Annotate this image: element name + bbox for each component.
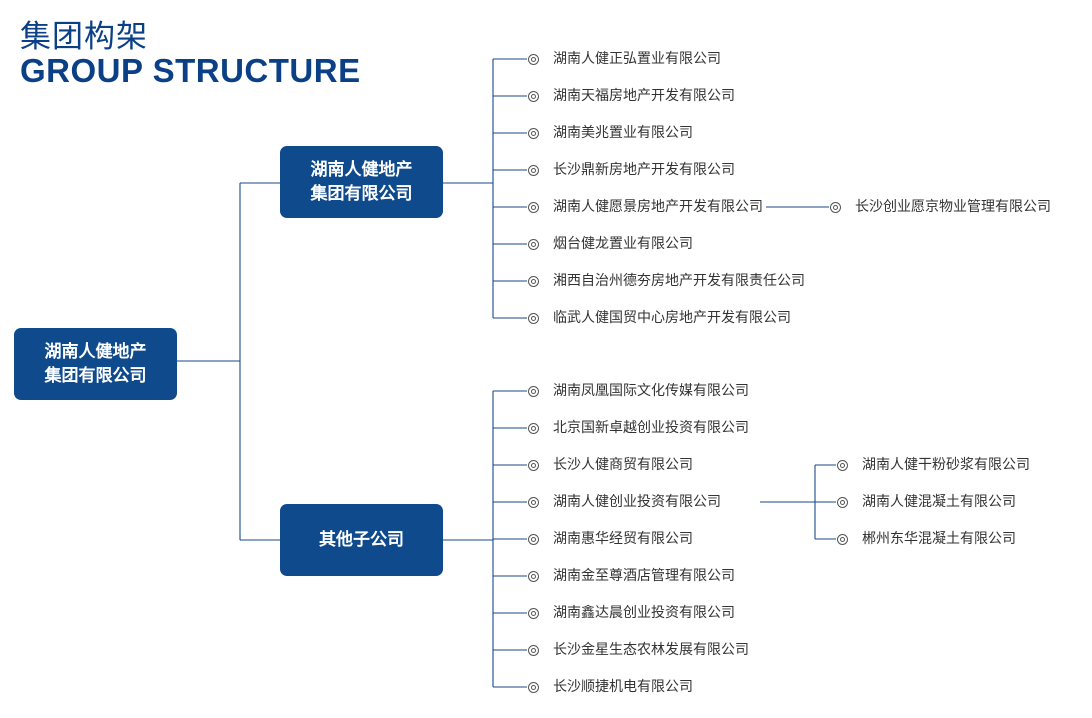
- group-box-other-label: 其他子公司: [319, 530, 404, 550]
- sub-subsidiary-item: 湖南人健干粉砂浆有限公司: [862, 457, 1030, 473]
- circle-bullet-icon: [528, 570, 539, 582]
- circle-bullet-icon: [528, 644, 539, 656]
- subsidiary-item: 湖南金至尊酒店管理有限公司: [553, 568, 735, 584]
- subsidiary-item: 湖南美兆置业有限公司: [553, 125, 693, 141]
- subsidiary-item: 临武人健国贸中心房地产开发有限公司: [553, 310, 791, 326]
- circle-bullet-icon: [528, 90, 539, 102]
- subsidiary-item: 湖南惠华经贸有限公司: [553, 531, 693, 547]
- subsidiary-item: 长沙金星生态农林发展有限公司: [553, 642, 749, 658]
- circle-bullet-icon: [528, 53, 539, 65]
- group-box-realestate-line2: 集团有限公司: [310, 184, 413, 204]
- circle-bullet-icon: [528, 533, 539, 545]
- circle-bullet-icon: [528, 607, 539, 619]
- subsidiary-item: 湖南人健愿景房地产开发有限公司: [553, 199, 763, 215]
- subsidiary-item: 烟台健龙置业有限公司: [553, 236, 693, 252]
- group-box-other: 其他子公司: [280, 504, 443, 576]
- sub-subsidiary-item: 湖南人健混凝土有限公司: [862, 494, 1016, 510]
- root-company-line2: 集团有限公司: [44, 366, 147, 386]
- subsidiary-item: 北京国新卓越创业投资有限公司: [553, 420, 749, 436]
- page-title-en: GROUP STRUCTURE: [20, 52, 361, 89]
- root-company-line1: 湖南人健地产: [44, 342, 147, 362]
- circle-bullet-icon: [528, 459, 539, 471]
- page-title-cn: 集团构架: [20, 19, 148, 55]
- circle-bullet-icon: [528, 681, 539, 693]
- subsidiary-item: 湖南鑫达晨创业投资有限公司: [553, 605, 735, 621]
- circle-bullet-icon: [837, 533, 848, 545]
- subsidiary-item: 长沙人健商贸有限公司: [553, 457, 693, 473]
- subsidiary-item: 长沙鼎新房地产开发有限公司: [553, 162, 735, 178]
- circle-bullet-icon: [528, 496, 539, 508]
- group-box-realestate-line1: 湖南人健地产: [310, 160, 413, 180]
- subsidiary-item: 湖南人健正弘置业有限公司: [553, 51, 721, 67]
- subsidiary-item: 湘西自治州德夯房地产开发有限责任公司: [553, 273, 805, 289]
- subsidiary-item: 湖南天福房地产开发有限公司: [553, 88, 735, 104]
- circle-bullet-icon: [528, 201, 539, 213]
- sub-subsidiary-item: 郴州东华混凝土有限公司: [862, 531, 1016, 547]
- circle-bullet-icon: [837, 459, 848, 471]
- subsidiary-item: 湖南凤凰国际文化传媒有限公司: [553, 383, 749, 399]
- subsidiary-item: 湖南人健创业投资有限公司: [553, 494, 721, 510]
- sub-subsidiary-item: 长沙创业愿京物业管理有限公司: [855, 199, 1051, 215]
- group-box-realestate: 湖南人健地产 集团有限公司: [280, 146, 443, 218]
- subsidiary-item: 长沙顺捷机电有限公司: [553, 679, 693, 695]
- circle-bullet-icon: [528, 422, 539, 434]
- circle-bullet-icon: [830, 201, 841, 213]
- circle-bullet-icon: [528, 312, 539, 324]
- circle-bullet-icon: [528, 385, 539, 397]
- circle-bullet-icon: [528, 127, 539, 139]
- circle-bullet-icon: [528, 275, 539, 287]
- circle-bullet-icon: [528, 238, 539, 250]
- circle-bullet-icon: [837, 496, 848, 508]
- root-company-box: 湖南人健地产 集团有限公司: [14, 328, 177, 400]
- circle-bullet-icon: [528, 164, 539, 176]
